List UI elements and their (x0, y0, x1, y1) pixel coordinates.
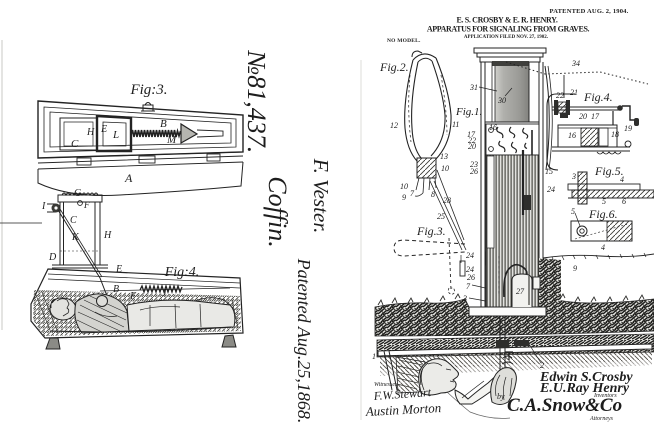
svg-text:K: K (71, 232, 80, 243)
svg-text:E: E (100, 124, 107, 135)
svg-text:PATENTED AUG. 2, 1904.: PATENTED AUG. 2, 1904. (550, 8, 629, 15)
svg-text:M: M (166, 134, 177, 146)
svg-text:C: C (71, 138, 79, 150)
svg-text:F. Vester.: F. Vester. (309, 158, 333, 234)
svg-text:Fig:3.: Fig:3. (129, 82, 167, 98)
svg-text:9: 9 (573, 264, 577, 273)
svg-text:30: 30 (497, 96, 506, 105)
svg-text:34: 34 (571, 59, 580, 68)
svg-text:19: 19 (624, 124, 632, 133)
svg-text:8: 8 (431, 190, 435, 199)
svg-text:B: B (160, 118, 167, 130)
svg-text:H: H (86, 127, 95, 138)
svg-text:13: 13 (440, 152, 448, 161)
svg-text:15: 15 (545, 167, 553, 176)
svg-text:2: 2 (540, 361, 544, 370)
svg-text:I: I (41, 201, 46, 212)
svg-text:25: 25 (437, 212, 445, 221)
svg-text:№81,437.: №81,437. (242, 50, 271, 154)
svg-text:18: 18 (611, 130, 619, 139)
svg-text:C: C (70, 215, 77, 226)
svg-text:31: 31 (469, 83, 478, 92)
svg-text:H: H (103, 230, 112, 241)
svg-text:Fig.2.: Fig.2. (379, 60, 409, 74)
svg-text:17: 17 (591, 112, 600, 121)
svg-text:G: G (74, 188, 81, 199)
svg-text:Fig.3.: Fig.3. (416, 224, 446, 238)
svg-text:3: 3 (462, 294, 467, 303)
svg-text:L: L (112, 129, 119, 141)
svg-text:Fig.5.: Fig.5. (594, 164, 624, 178)
svg-text:17: 17 (467, 130, 476, 139)
svg-text:16: 16 (489, 123, 497, 132)
svg-text:C.A.Snow&Co: C.A.Snow&Co (507, 395, 622, 416)
svg-text:D: D (48, 252, 57, 263)
svg-text:26: 26 (470, 167, 478, 176)
svg-text:E.U.Ray Henry: E.U.Ray Henry (539, 381, 630, 396)
svg-text:9: 9 (402, 193, 406, 202)
svg-text:23: 23 (470, 160, 478, 169)
svg-text:Austin Morton: Austin Morton (364, 400, 441, 419)
svg-text:20: 20 (468, 142, 476, 151)
svg-text:by: by (497, 392, 505, 401)
svg-text:1: 1 (372, 352, 376, 361)
svg-text:Fig.6.: Fig.6. (588, 207, 618, 221)
svg-text:26: 26 (467, 273, 475, 282)
svg-text:B: B (113, 284, 119, 295)
svg-text:J: J (162, 288, 167, 299)
svg-text:E: E (115, 264, 122, 275)
svg-text:E. S. CROSBY & E. R. HENRY.: E. S. CROSBY & E. R. HENRY. (456, 16, 557, 25)
svg-text:21: 21 (570, 88, 578, 97)
svg-text:Fig:4.: Fig:4. (164, 265, 200, 280)
svg-text:6: 6 (622, 197, 626, 206)
svg-text:20: 20 (579, 112, 587, 121)
svg-text:4: 4 (620, 175, 624, 184)
svg-text:Inventors: Inventors (593, 393, 617, 399)
svg-text:Fig.1.: Fig.1. (455, 106, 482, 118)
svg-text:F: F (83, 200, 90, 210)
svg-text:24: 24 (466, 265, 474, 274)
svg-text:3: 3 (571, 172, 576, 181)
svg-text:24: 24 (466, 251, 474, 260)
svg-text:7: 7 (410, 189, 415, 198)
svg-text:7: 7 (466, 282, 471, 291)
svg-text:Coffin.: Coffin. (263, 176, 292, 248)
svg-text:22: 22 (556, 91, 564, 100)
svg-text:NO MODEL.: NO MODEL. (387, 38, 421, 44)
svg-text:22: 22 (468, 136, 476, 145)
svg-text:APPLICATION FILED NOV. 27, 190: APPLICATION FILED NOV. 27, 1902. (464, 35, 549, 40)
svg-text:5: 5 (571, 207, 575, 216)
svg-text:4: 4 (601, 243, 605, 252)
svg-text:10: 10 (441, 164, 449, 173)
svg-text:F.W.Stewart: F.W.Stewart (372, 385, 432, 403)
svg-text:24: 24 (547, 185, 555, 194)
svg-text:10: 10 (400, 182, 408, 191)
svg-text:APPARATUS FOR SIGNALING FROM G: APPARATUS FOR SIGNALING FROM GRAVES. (427, 25, 590, 34)
svg-text:5: 5 (602, 197, 606, 206)
svg-text:12: 12 (390, 121, 398, 130)
svg-text:Witnesses: Witnesses (374, 382, 398, 388)
svg-text:Attorneys: Attorneys (589, 416, 614, 422)
svg-text:A: A (124, 171, 133, 185)
svg-text:Fig.4.: Fig.4. (583, 90, 613, 104)
svg-text:28: 28 (443, 196, 451, 205)
svg-text:11: 11 (452, 120, 459, 129)
svg-text:Edwin S.Crosby: Edwin S.Crosby (539, 370, 633, 385)
svg-text:Patented Aug.25,1868.: Patented Aug.25,1868. (294, 258, 314, 424)
svg-text:F: F (129, 291, 137, 302)
svg-text:16: 16 (568, 131, 576, 140)
svg-text:27: 27 (516, 287, 525, 296)
